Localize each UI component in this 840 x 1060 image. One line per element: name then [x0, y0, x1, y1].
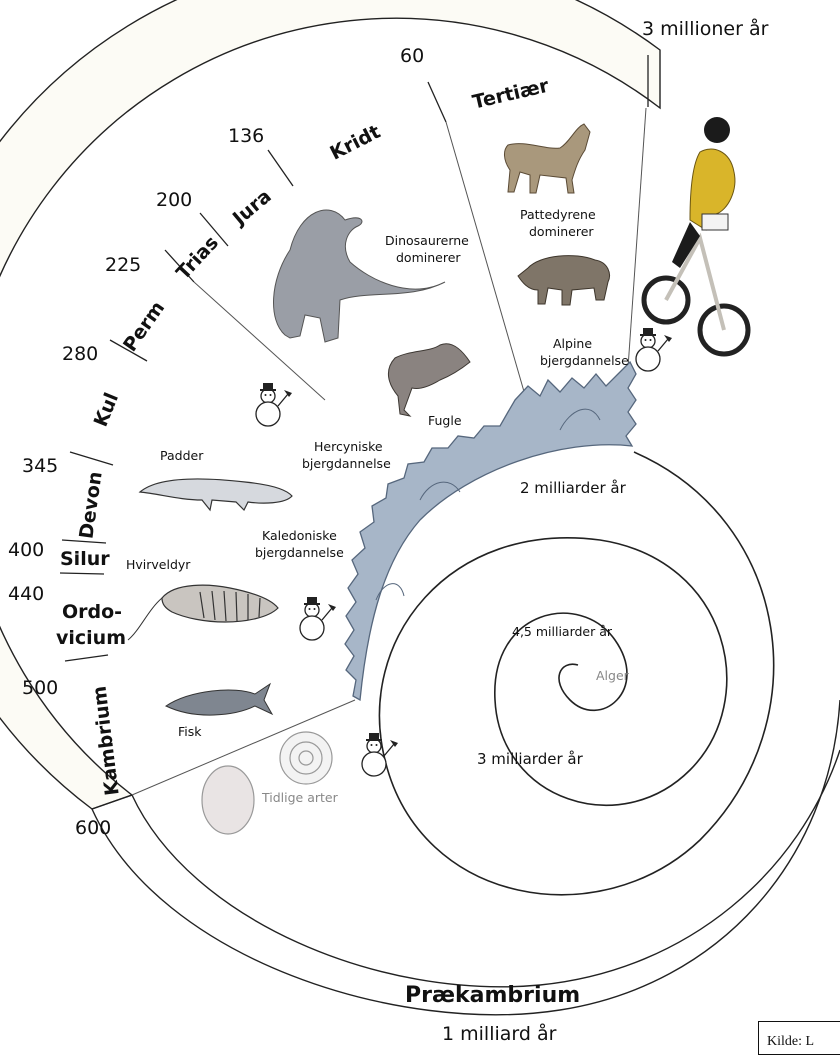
- period-ordovicium-2: vicium: [56, 627, 126, 649]
- snowman-icon: [362, 733, 398, 776]
- inner-spiral: [379, 452, 773, 895]
- tick-225: 225: [105, 254, 141, 276]
- period-silur: Silur: [60, 548, 110, 570]
- label-algae: Alger: [596, 668, 630, 683]
- cyclist-photo: [644, 117, 748, 354]
- period-kridt: Kridt: [327, 121, 384, 165]
- early-species-label: Tidlige arter: [261, 790, 339, 805]
- top-time-label: 3 millioner år: [642, 17, 769, 40]
- amphibians-label: Padder: [160, 448, 204, 463]
- tick-440: 440: [8, 583, 44, 605]
- horse-icon: [504, 124, 590, 193]
- tick-600: 600: [75, 817, 111, 839]
- tick-136: 136: [228, 125, 264, 147]
- period-praekambrium: Prækambrium: [405, 983, 580, 1008]
- period-jura: Jura: [227, 185, 275, 231]
- dinosaurs-line2: dominerer: [396, 250, 461, 265]
- snowman-icon: [636, 328, 672, 371]
- period-kul: Kul: [90, 390, 123, 430]
- fish-label: Fisk: [178, 724, 202, 739]
- period-ordovicium-1: Ordo-: [62, 601, 122, 623]
- spiral-outer-line: [92, 700, 840, 1015]
- trilobite-icon: [128, 585, 278, 640]
- label-3-billion: 3 milliarder år: [477, 750, 584, 768]
- tick-60: 60: [400, 45, 424, 67]
- mammals-line2: dominerer: [529, 224, 594, 239]
- label-4-5-billion: 4,5 milliarder år: [512, 624, 613, 639]
- period-perm: Perm: [119, 297, 169, 355]
- hercynian-line1: Hercyniske: [314, 439, 383, 454]
- bottom-time-label: 1 milliard år: [442, 1022, 557, 1045]
- period-devon: Devon: [75, 470, 106, 540]
- alpine-line1: Alpine: [553, 336, 592, 351]
- rhino-icon: [518, 256, 609, 305]
- bird-icon: [388, 344, 470, 416]
- snowman-icon: [300, 597, 336, 640]
- caledonian-line2: bjergdannelse: [255, 545, 344, 560]
- birds-label: Fugle: [428, 413, 462, 428]
- fossil-icon: [202, 732, 332, 834]
- dinosaurs-line1: Dinosaurerne: [385, 233, 469, 248]
- label-2-billion: 2 milliarder år: [520, 479, 627, 497]
- snowman-icon: [256, 383, 292, 426]
- amphibian-icon: [140, 479, 292, 510]
- source-label: Kilde: L: [758, 1021, 840, 1055]
- alpine-line2: bjergdannelse: [540, 353, 629, 368]
- vertebrates-label: Hvirveldyr: [126, 557, 191, 572]
- tick-200: 200: [156, 189, 192, 211]
- mammals-line1: Pattedyrene: [520, 207, 596, 222]
- hercynian-line2: bjergdannelse: [302, 456, 391, 471]
- mountain-band: [345, 362, 636, 700]
- tick-400: 400: [8, 539, 44, 561]
- caledonian-line1: Kaledoniske: [262, 528, 337, 543]
- period-trias: Trias: [172, 232, 223, 284]
- tick-345: 345: [22, 455, 58, 477]
- period-tertiaer: Tertiær: [470, 75, 551, 114]
- dinosaur-icon: [274, 210, 445, 342]
- tick-500: 500: [22, 677, 58, 699]
- tick-280: 280: [62, 343, 98, 365]
- fish-icon: [166, 684, 272, 715]
